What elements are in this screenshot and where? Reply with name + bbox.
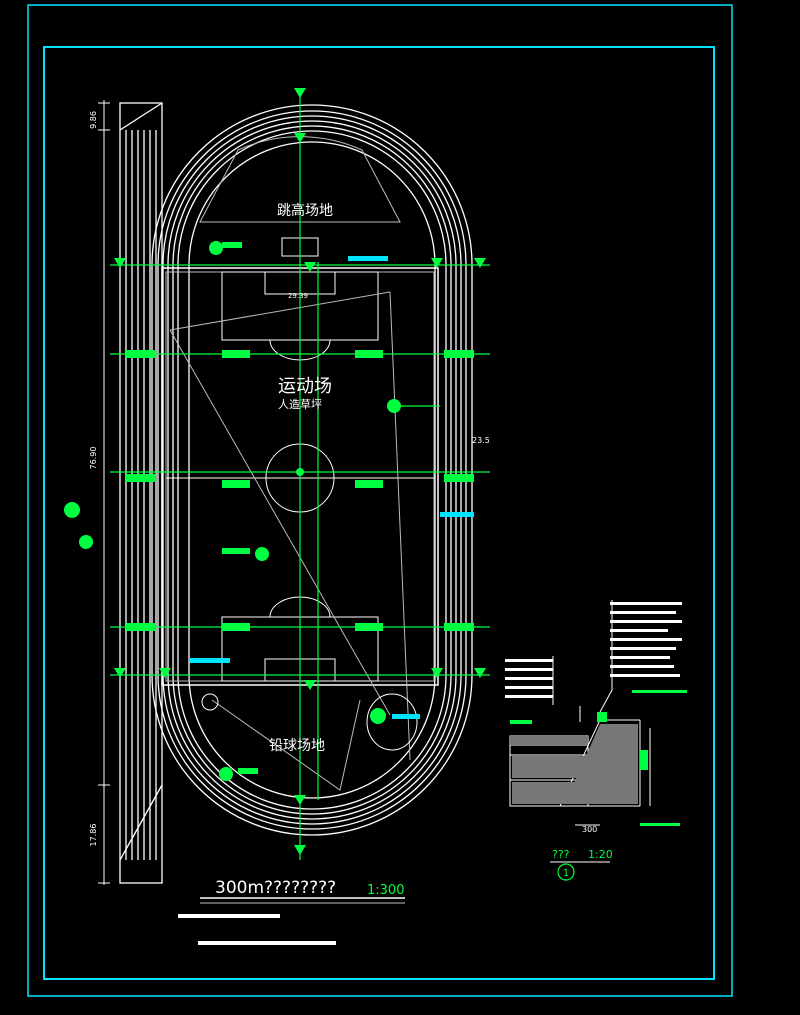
section-detail: 300 ??? 1:20 1 (505, 600, 687, 881)
outer-frame (27, 4, 733, 997)
running-track (151, 104, 473, 836)
detail-title: ??? (552, 848, 570, 861)
inner-frame (43, 46, 715, 980)
field-surface-label: 人造草坪 (278, 397, 322, 411)
dim-center-right: 23.5 (472, 436, 490, 445)
high-jump-label: 跳高场地 (277, 202, 333, 219)
dim-left-mid: 76.90 (89, 447, 98, 470)
dim-field-width: 29.39 (288, 292, 308, 300)
detail-legend (505, 602, 682, 698)
detail-scale: 1:20 (588, 848, 613, 861)
shot-put-label: 铅球场地 (269, 738, 325, 754)
survey-markers (64, 88, 486, 855)
left-dimension (98, 100, 110, 885)
sprint-straight (119, 102, 163, 884)
field-name-label: 运动场 (278, 376, 332, 397)
notes (178, 914, 336, 945)
detail-number-circle (557, 863, 575, 881)
plan-scale: 1:300 (367, 883, 404, 898)
shot-put-area (201, 693, 418, 791)
detail-dim: 300 (582, 825, 597, 834)
dim-left-bottom: 17.86 (89, 824, 98, 847)
detail-number: 1 (563, 868, 569, 879)
plan-title: 300m???????? (215, 878, 336, 898)
dim-top-left: 9.86 (89, 111, 98, 129)
cyan-annotations (190, 256, 474, 719)
